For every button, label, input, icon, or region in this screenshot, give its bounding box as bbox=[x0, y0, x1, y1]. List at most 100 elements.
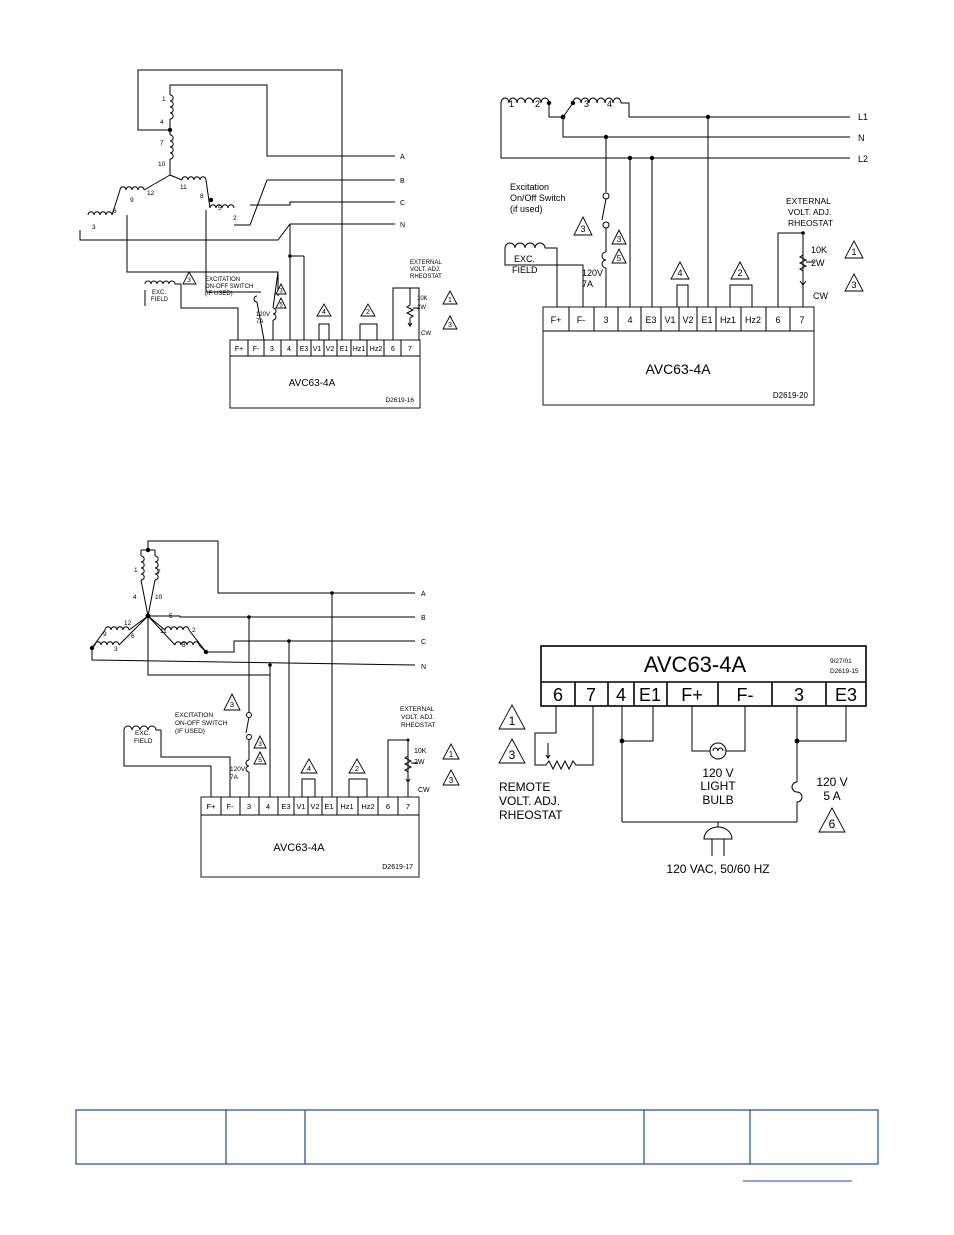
terminal-label: F+ bbox=[551, 315, 562, 325]
terminal-label: 3 bbox=[247, 802, 251, 811]
coil-label: 11 bbox=[180, 184, 187, 191]
terminal-label: Hz2 bbox=[745, 315, 761, 325]
rheostat-spec: CW bbox=[813, 291, 828, 301]
coil-label: 3 bbox=[92, 224, 96, 231]
coil-label: 12 bbox=[147, 190, 155, 197]
note-number: 6 bbox=[829, 817, 836, 831]
rheostat-spec: 10K bbox=[414, 748, 427, 755]
rheostat-label: RHEOSTAT bbox=[410, 274, 442, 280]
rheostat-label: EXTERNAL bbox=[786, 196, 831, 206]
note-number: 3 bbox=[448, 322, 452, 329]
terminal-label: E3 bbox=[835, 685, 857, 705]
exc-field-label: EXC. bbox=[514, 254, 535, 264]
exc-field-label: EXC. bbox=[135, 730, 150, 737]
bulb-label: BULB bbox=[702, 793, 733, 807]
terminal-strip: F+ F- 3 4 E3 V1 V2 E1 Hz1 Hz2 6 7 bbox=[551, 307, 805, 331]
coil-label: 1 bbox=[134, 567, 138, 574]
terminal-label: Hz2 bbox=[370, 346, 383, 353]
terminal-label: V2 bbox=[310, 802, 319, 811]
terminal-label: Hz1 bbox=[340, 802, 353, 811]
terminal-label: 3 bbox=[603, 315, 608, 325]
note-number: 3 bbox=[449, 776, 454, 785]
regulator-model: AVC63-4A bbox=[289, 378, 336, 389]
generator-winding: 1 2 3 4 bbox=[500, 97, 622, 109]
rheostat-label: RHEOSTAT bbox=[499, 808, 563, 822]
terminal-label: Hz1 bbox=[720, 315, 736, 325]
terminal-label: 6 bbox=[386, 802, 390, 811]
coil-label: 1 bbox=[162, 96, 166, 103]
coil-label: 12 bbox=[124, 620, 132, 627]
coil-label: 4 bbox=[607, 99, 612, 109]
rheostat-label: VOLT. ADJ. bbox=[410, 267, 441, 273]
coil-label: 2 bbox=[192, 627, 196, 634]
terminal-label: 3 bbox=[270, 346, 274, 353]
note-number: 1 bbox=[449, 750, 454, 759]
note-number: 4 bbox=[322, 309, 326, 316]
switch-label: (IF USED) bbox=[175, 728, 205, 735]
rheostat-label: VOLT. ADJ. bbox=[788, 207, 831, 217]
terminal-label: 4 bbox=[287, 346, 291, 353]
terminal-strip: F+ F- 3 4 E3 V1 V2 E1 Hz1 Hz2 6 7 bbox=[235, 340, 412, 356]
note-number: 3 bbox=[279, 289, 283, 295]
line-label: N bbox=[400, 222, 405, 229]
terminal-strip: 6 7 4 E1 F+ F- 3 E3 bbox=[553, 682, 857, 706]
terminal-label: 6 bbox=[775, 315, 780, 325]
terminal-label: E3 bbox=[645, 315, 656, 325]
terminal-label: V2 bbox=[326, 346, 335, 353]
fuse-rating: 7A bbox=[256, 319, 263, 325]
terminal-label: F- bbox=[577, 315, 586, 325]
note-number: 4 bbox=[677, 268, 682, 278]
note-number: 3 bbox=[509, 748, 516, 762]
diagram-3ph-zigzag: F+ F- 3 4 E3 V1 V2 E1 Hz1 Hz2 6 7 AVC63-… bbox=[79, 69, 458, 409]
rheostat-label: REMOTE bbox=[499, 780, 550, 794]
switch-label: (if used) bbox=[510, 204, 543, 214]
coil-label: 10 bbox=[158, 161, 166, 168]
coil-label: 8 bbox=[182, 642, 186, 649]
note-triangle bbox=[182, 271, 197, 285]
terminal-label: F+ bbox=[235, 346, 243, 353]
supply-label: 120 VAC, 50/60 HZ bbox=[666, 862, 769, 876]
rheostat-label: VOLT. ADJ. bbox=[401, 714, 434, 721]
diagram-single-phase: F+ F- 3 4 E3 V1 V2 E1 Hz1 Hz2 6 7 AVC63-… bbox=[500, 97, 868, 406]
coil-label: 6 bbox=[131, 633, 135, 640]
line-label: L2 bbox=[858, 154, 868, 164]
regulator-box bbox=[229, 339, 421, 409]
drawing-number: D2619-20 bbox=[773, 391, 809, 400]
note-number: 5 bbox=[279, 303, 283, 309]
terminal-label: 6 bbox=[553, 685, 563, 705]
line-label: C bbox=[400, 200, 405, 207]
rheostat-spec: 10K bbox=[417, 296, 428, 302]
exc-field-label: FIELD bbox=[134, 738, 153, 745]
switch-label: ON-OFF SWITCH bbox=[205, 284, 253, 290]
generator-winding: 1 4 7 10 11 12 9 6 3 8 5 2 bbox=[87, 94, 237, 231]
coil-label: 4 bbox=[160, 119, 164, 126]
bulb-label: LIGHT bbox=[700, 779, 736, 793]
coil-label: 5 bbox=[218, 205, 222, 212]
note-number: 2 bbox=[737, 268, 742, 278]
switch-label: (IF USED) bbox=[205, 291, 233, 297]
terminal-label: Hz2 bbox=[361, 802, 374, 811]
terminal-label: V1 bbox=[313, 346, 322, 353]
note-number: 3 bbox=[580, 224, 585, 234]
line-label: N bbox=[421, 664, 426, 671]
rheostat-spec: CW bbox=[421, 331, 431, 337]
rheostat-label: EXTERNAL bbox=[400, 706, 435, 713]
coil-label: 7 bbox=[160, 140, 164, 147]
terminal-label: E1 bbox=[340, 346, 349, 353]
terminal-label: 7 bbox=[406, 802, 410, 811]
coil-label: 9 bbox=[103, 631, 107, 638]
terminal-label: V1 bbox=[296, 802, 305, 811]
terminal-label: 4 bbox=[627, 315, 632, 325]
coil-label: 2 bbox=[535, 99, 540, 109]
coil-label: 1 bbox=[509, 99, 514, 109]
terminal-label: 3 bbox=[794, 685, 804, 705]
note-number: 5 bbox=[617, 254, 622, 263]
rheostat-spec: 2W bbox=[811, 258, 825, 268]
terminal-label: E1 bbox=[324, 802, 333, 811]
bulb-label: 120 V bbox=[702, 766, 733, 780]
generator-winding: 1 4 7 10 12 11 9 6 3 8 5 2 bbox=[89, 547, 209, 655]
rheostat-label: RHEOSTAT bbox=[788, 218, 833, 228]
coil-label: 11 bbox=[160, 628, 167, 635]
coil-label: 3 bbox=[114, 646, 118, 653]
line-label: N bbox=[858, 133, 865, 143]
